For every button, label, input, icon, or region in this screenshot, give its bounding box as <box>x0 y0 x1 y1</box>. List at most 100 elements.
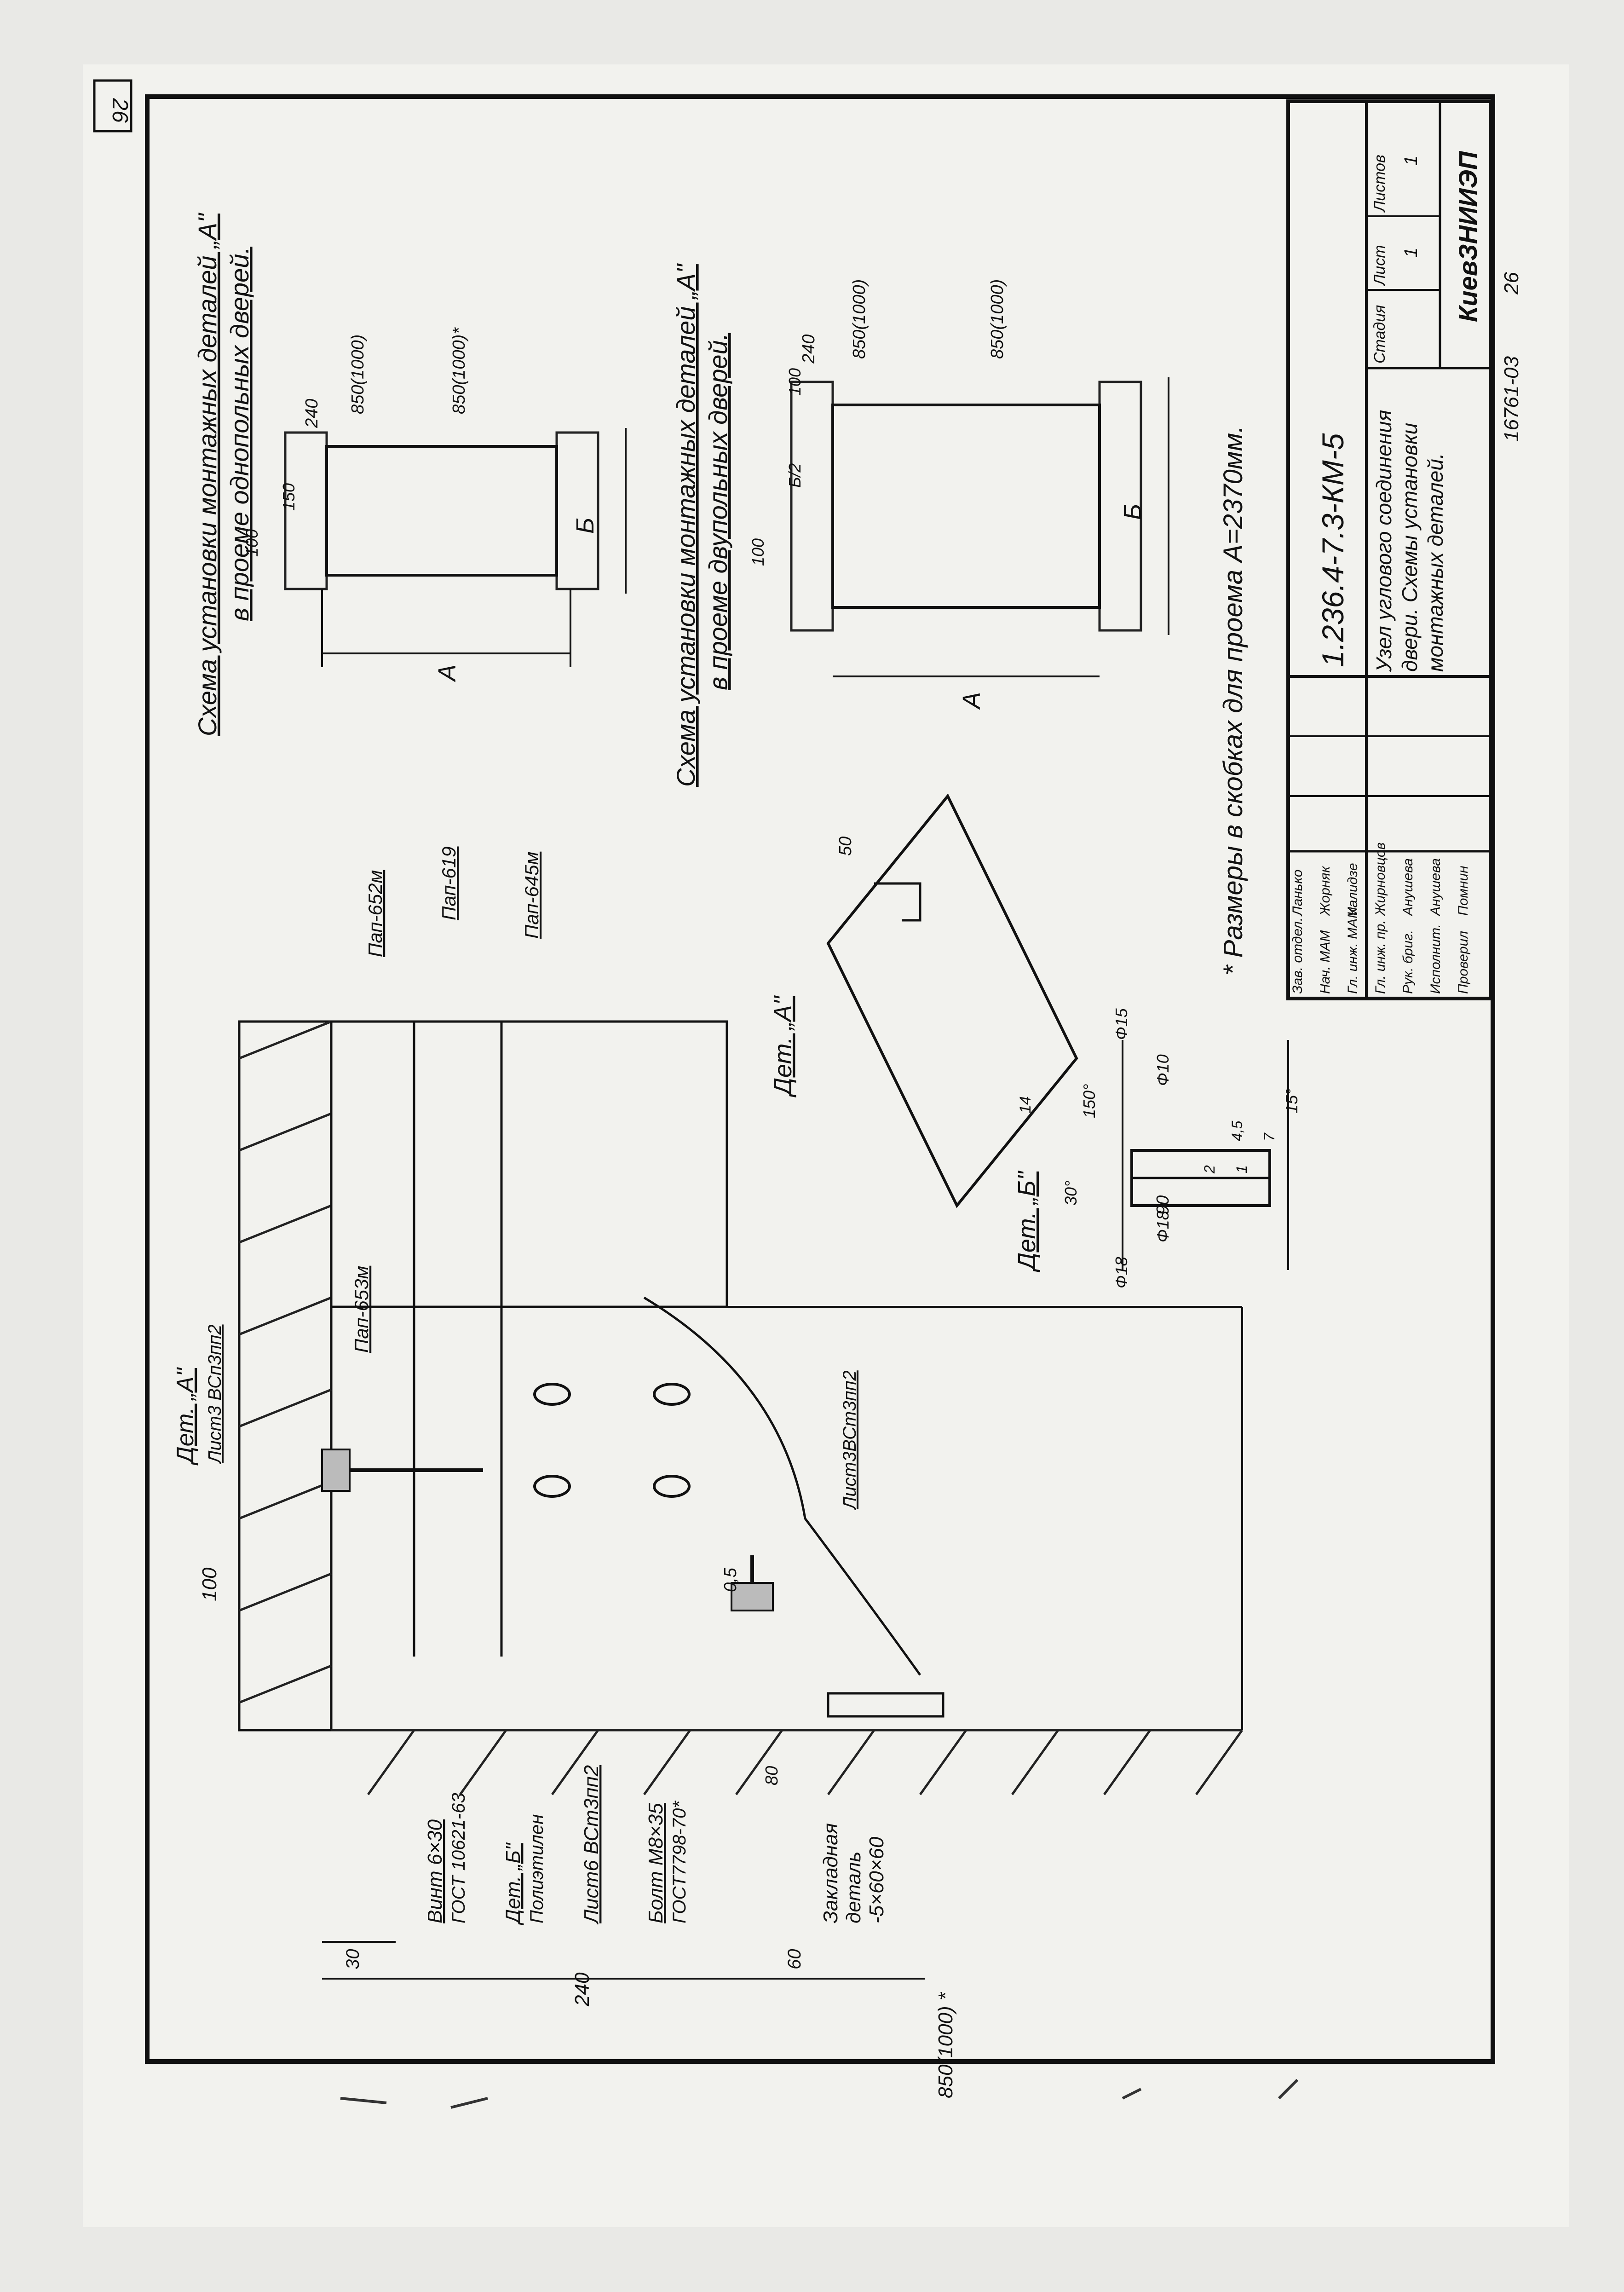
callout-bolt-line1: Болт М8×35 <box>645 1803 667 1923</box>
tb-role-6: Проверил <box>1456 931 1471 994</box>
scheme2-opening <box>831 404 1101 609</box>
label-panel-652: Пап-652м <box>364 870 386 957</box>
detail-b-dim-f18b: Ф18 <box>1112 1257 1131 1288</box>
detail-b-dim-1: 1 <box>1233 1165 1250 1173</box>
scheme2-dim-b2: Б/2 <box>785 463 804 488</box>
bottom-dimensions: 30 240 60 850(1000) * <box>322 1941 957 2098</box>
scheme1-title-line1: Схема установки монтажных деталей „А" <box>193 213 222 736</box>
detail-b-dim-4-5: 4,5 <box>1229 1120 1245 1141</box>
scheme1-dim-240: 240 <box>302 399 322 428</box>
page-number: 26 <box>108 98 132 123</box>
detail-b-profile <box>1130 1149 1271 1207</box>
detail-b-dim-2: 2 <box>1201 1165 1218 1174</box>
tb-role-4: Рук. бриг. <box>1400 930 1416 994</box>
tb-code: 1.236.4-7.3-КМ-5 <box>1316 433 1350 667</box>
detail-a-plate <box>826 793 1078 1208</box>
tb-role-1: Нач. МАМ <box>1318 930 1333 994</box>
detail-a-dim-14: 14 <box>1017 1096 1034 1114</box>
scheme1-dim-850b: 850(1000)* <box>449 327 469 414</box>
scheme2-dim-100a: 100 <box>749 538 767 566</box>
tb-name-6: Помнин <box>1456 866 1471 916</box>
tb-name-0: Ланько <box>1290 870 1305 917</box>
main-section: Пап-652м Пап-619 Пап-645м Пап-653м Дет. … <box>172 847 1244 1795</box>
callout-detb-line1: Дет. „Б" <box>502 1842 524 1926</box>
bottom-dim-60: 60 <box>784 1949 805 1970</box>
scheme2-title-line1: Схема установки монтажных деталей „А" <box>671 263 700 787</box>
scheme1-title-line2: в проеме однопольных дверей. <box>225 247 254 621</box>
label-panel-653: Пап-653м <box>351 1266 372 1353</box>
dim-100: 100 <box>198 1567 221 1601</box>
drawing-frame <box>145 94 1495 2064</box>
tb-role-2: Гл. инж. МАМ <box>1345 907 1360 994</box>
callout-emb-line2: деталь <box>842 1852 865 1923</box>
callout-emb-line1: Закладная <box>819 1823 842 1923</box>
panel-block <box>330 1020 728 1308</box>
gasket-3 <box>653 1383 691 1406</box>
scheme2-dim-850a: 850(1000) <box>850 279 869 359</box>
size-note: * Размеры в скобках для проема А=2370мм. <box>1218 426 1248 976</box>
stamp-page: 26 <box>1500 272 1523 295</box>
bottom-dim-30: 30 <box>343 1949 363 1970</box>
detail-a-title: Дет. „А" <box>769 995 797 1097</box>
scheme1-opening <box>325 445 558 577</box>
gasket-2 <box>533 1475 571 1498</box>
tb-description: Узел углового соединения двери. Схемы ус… <box>1372 410 1447 672</box>
scheme2-label-a: А <box>958 692 985 710</box>
tb-name-1: Жорняк <box>1318 866 1333 917</box>
scheme2-label-b: Б <box>1119 504 1146 520</box>
scheme1-dim-100: 100 <box>242 529 261 557</box>
tb-sheet-value: 1 <box>1401 248 1421 258</box>
detail-b-title: Дет. „Б" <box>1013 1170 1041 1272</box>
scheme-single-leaf: Схема установки монтажных деталей „А" в … <box>193 213 627 736</box>
callouts: Винт 6×30 ГОСТ 10621-63 Дет. „Б" Полиэти… <box>424 1765 888 1926</box>
tb-name-3: Жирновцов <box>1373 843 1388 917</box>
detail-b-dim-150deg: 150° <box>1080 1084 1099 1118</box>
tb-sheets-header: Листов <box>1371 155 1388 213</box>
tb-organization: КиевЗНИИЭП <box>1453 150 1482 322</box>
label-det-a-mat: Лист3 ВСп3пп2 <box>205 1324 225 1465</box>
tb-role-5: Исполнит. <box>1428 924 1443 994</box>
callout-bolt-line2: ГОСТ7798-70* <box>669 1801 690 1923</box>
tb-description-wrap: Узел углового соединения двери. Схемы ус… <box>1372 410 1447 672</box>
detail-b-dim-f15: Ф15 <box>1112 1008 1131 1040</box>
detail-b-dim-30deg: 30° <box>1061 1181 1080 1206</box>
tb-sheets-value: 1 <box>1401 156 1421 166</box>
callout-sheet6: Лист6 ВСт3пп2 <box>580 1765 603 1925</box>
tb-roles: Зав. отдел. Нач. МАМ Гл. инж. МАМ Гл. ин… <box>1290 907 1471 994</box>
tb-names: Ланько Жорняк Калидзе Жирновцов Анушева … <box>1290 843 1471 917</box>
tb-stage-header: Стадия <box>1371 305 1388 364</box>
scheme2-title-line2: в проеме двупольных дверей. <box>703 333 732 690</box>
detail-a-dim-50: 50 <box>836 837 855 856</box>
dim-80: 80 <box>762 1766 782 1785</box>
callout-screw-line2: ГОСТ 10621-63 <box>449 1793 469 1923</box>
tb-role-3: Гл. инж. пр. <box>1373 920 1388 994</box>
bolt-head-a <box>321 1449 351 1492</box>
scheme-double-leaf: Схема установки монтажных деталей „А" в … <box>671 263 1169 787</box>
detail-b-dim-7: 7 <box>1261 1132 1278 1141</box>
embedded-plate <box>827 1692 944 1718</box>
scheme2-dim-240: 240 <box>799 335 818 364</box>
wall-hatch-lines <box>239 1020 1244 1795</box>
scheme1-dim-850a: 850(1000) <box>348 335 368 414</box>
detail-a: Дет. „А" 50 90 14 <box>769 793 1173 1215</box>
callout-emb-line3: -5×60×60 <box>865 1836 888 1923</box>
title-block: 1.236.4-7.3-КМ-5 Узел углового соединени… <box>1286 99 1492 1000</box>
callout-screw-line1: Винт 6×30 <box>424 1819 446 1923</box>
label-det-a: Дет. „А" <box>172 1367 199 1466</box>
bottom-dim-240: 240 <box>571 1972 593 2007</box>
tb-name-4: Анушева <box>1400 858 1416 917</box>
tb-sheet-header: Лист <box>1371 245 1388 286</box>
detail-b-dim-f18a: Ф18 <box>1153 1211 1172 1242</box>
detail-b-dim-15deg: 15° <box>1282 1089 1301 1114</box>
tb-role-0: Зав. отдел. <box>1290 918 1305 994</box>
label-sheet-mat: Лист3ВСт3пп2 <box>840 1370 860 1511</box>
scheme1-label-a: А <box>433 664 461 682</box>
callout-detb-line2: Полиэтилен <box>527 1814 547 1923</box>
scheme1-label-b: Б <box>571 518 599 534</box>
gasket-1 <box>533 1383 571 1406</box>
stamp-number: 16761-03 <box>1500 356 1523 442</box>
scheme1-dim-150: 150 <box>279 483 298 511</box>
break-line <box>643 1296 921 1676</box>
